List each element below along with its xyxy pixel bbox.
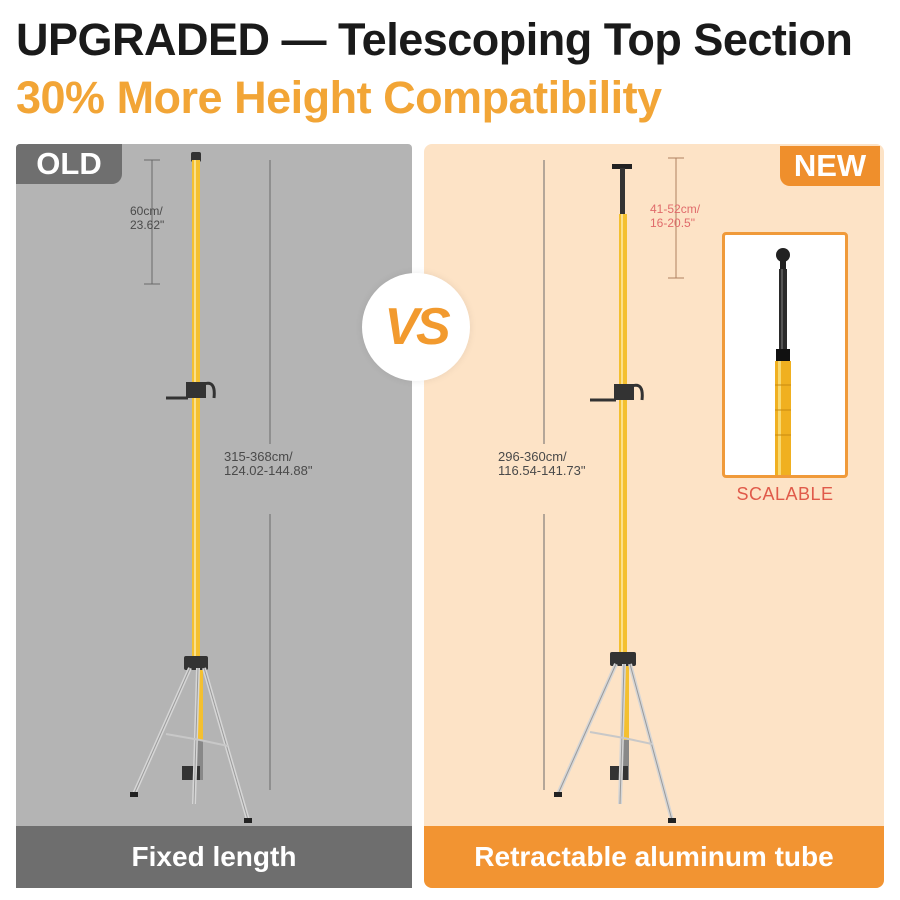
new-total-height-measure: 296-360cm/ 116.54-141.73": [498, 449, 586, 478]
subheadline: 30% More Height Compatibility: [16, 72, 662, 123]
old-tripod-illustration: [130, 152, 271, 823]
vs-text: VS: [384, 298, 450, 356]
scalable-inset: [722, 232, 848, 478]
vs-badge: VS: [362, 273, 470, 381]
old-product-panel: OLD 60cm/: [16, 144, 412, 888]
new-badge: NEW: [780, 146, 880, 186]
headline: UPGRADED — Telescoping Top Section: [16, 14, 853, 65]
new-footer-label: Retractable aluminum tube: [424, 826, 884, 888]
old-badge: OLD: [16, 144, 122, 184]
old-top-section-measure: 60cm/ 23.62": [130, 204, 165, 232]
new-tripod-illustration: [543, 157, 684, 823]
new-product-panel: NEW 41-52cm/: [424, 144, 884, 888]
old-footer-label: Fixed length: [16, 826, 412, 888]
old-total-height-measure: 315-368cm/ 124.02-144.88": [224, 449, 313, 478]
new-top-section-measure: 41-52cm/ 16-20.5": [650, 202, 701, 230]
telescoping-top-closeup: [775, 248, 791, 475]
scalable-label: SCALABLE: [736, 484, 834, 504]
